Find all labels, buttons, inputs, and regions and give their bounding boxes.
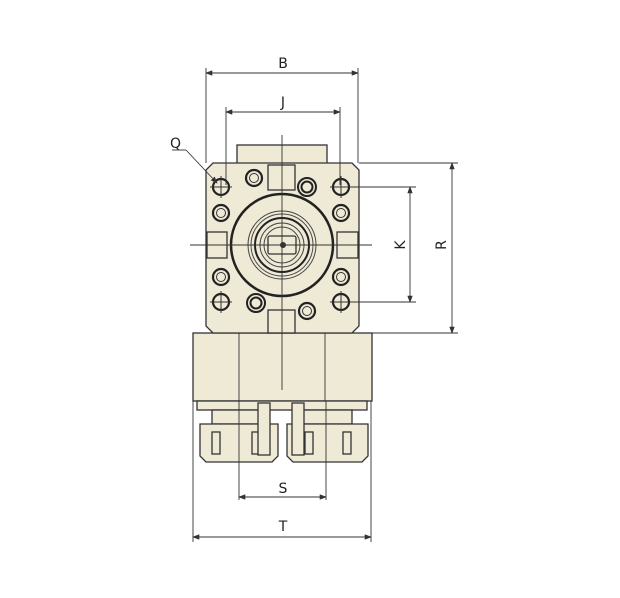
bolt-hole-icon: [331, 267, 351, 287]
bolt-holes: [210, 168, 352, 321]
dimension-S: S: [238, 481, 327, 500]
dimension-Q: Q: [170, 136, 218, 184]
bolt-hole-icon: [211, 267, 231, 287]
bolt-hole-icon: [211, 203, 231, 223]
dim-label-J: J: [280, 95, 285, 111]
dimension-B: B: [205, 56, 359, 163]
top-notch: [267, 164, 296, 191]
dim-label-T: T: [278, 519, 288, 535]
dim-label-B: B: [278, 56, 288, 72]
bolt-hole-icon: [331, 203, 351, 223]
dimension-J: J: [225, 95, 341, 185]
right-collet-nut: [286, 402, 369, 463]
bottom-notch: [267, 309, 296, 334]
dimension-K: K: [352, 186, 416, 303]
dim-label-S: S: [279, 481, 288, 497]
dim-label-Q: Q: [170, 136, 181, 152]
dimension-T: T: [192, 401, 372, 542]
dim-label-K: K: [393, 240, 409, 250]
lower-housing: [192, 332, 373, 411]
dim-label-R: R: [434, 240, 450, 250]
bolt-hole-icon: [244, 168, 264, 188]
bolt-hole-icon: [297, 301, 317, 321]
dimension-R: R: [359, 162, 458, 334]
center-lines: [190, 135, 372, 500]
